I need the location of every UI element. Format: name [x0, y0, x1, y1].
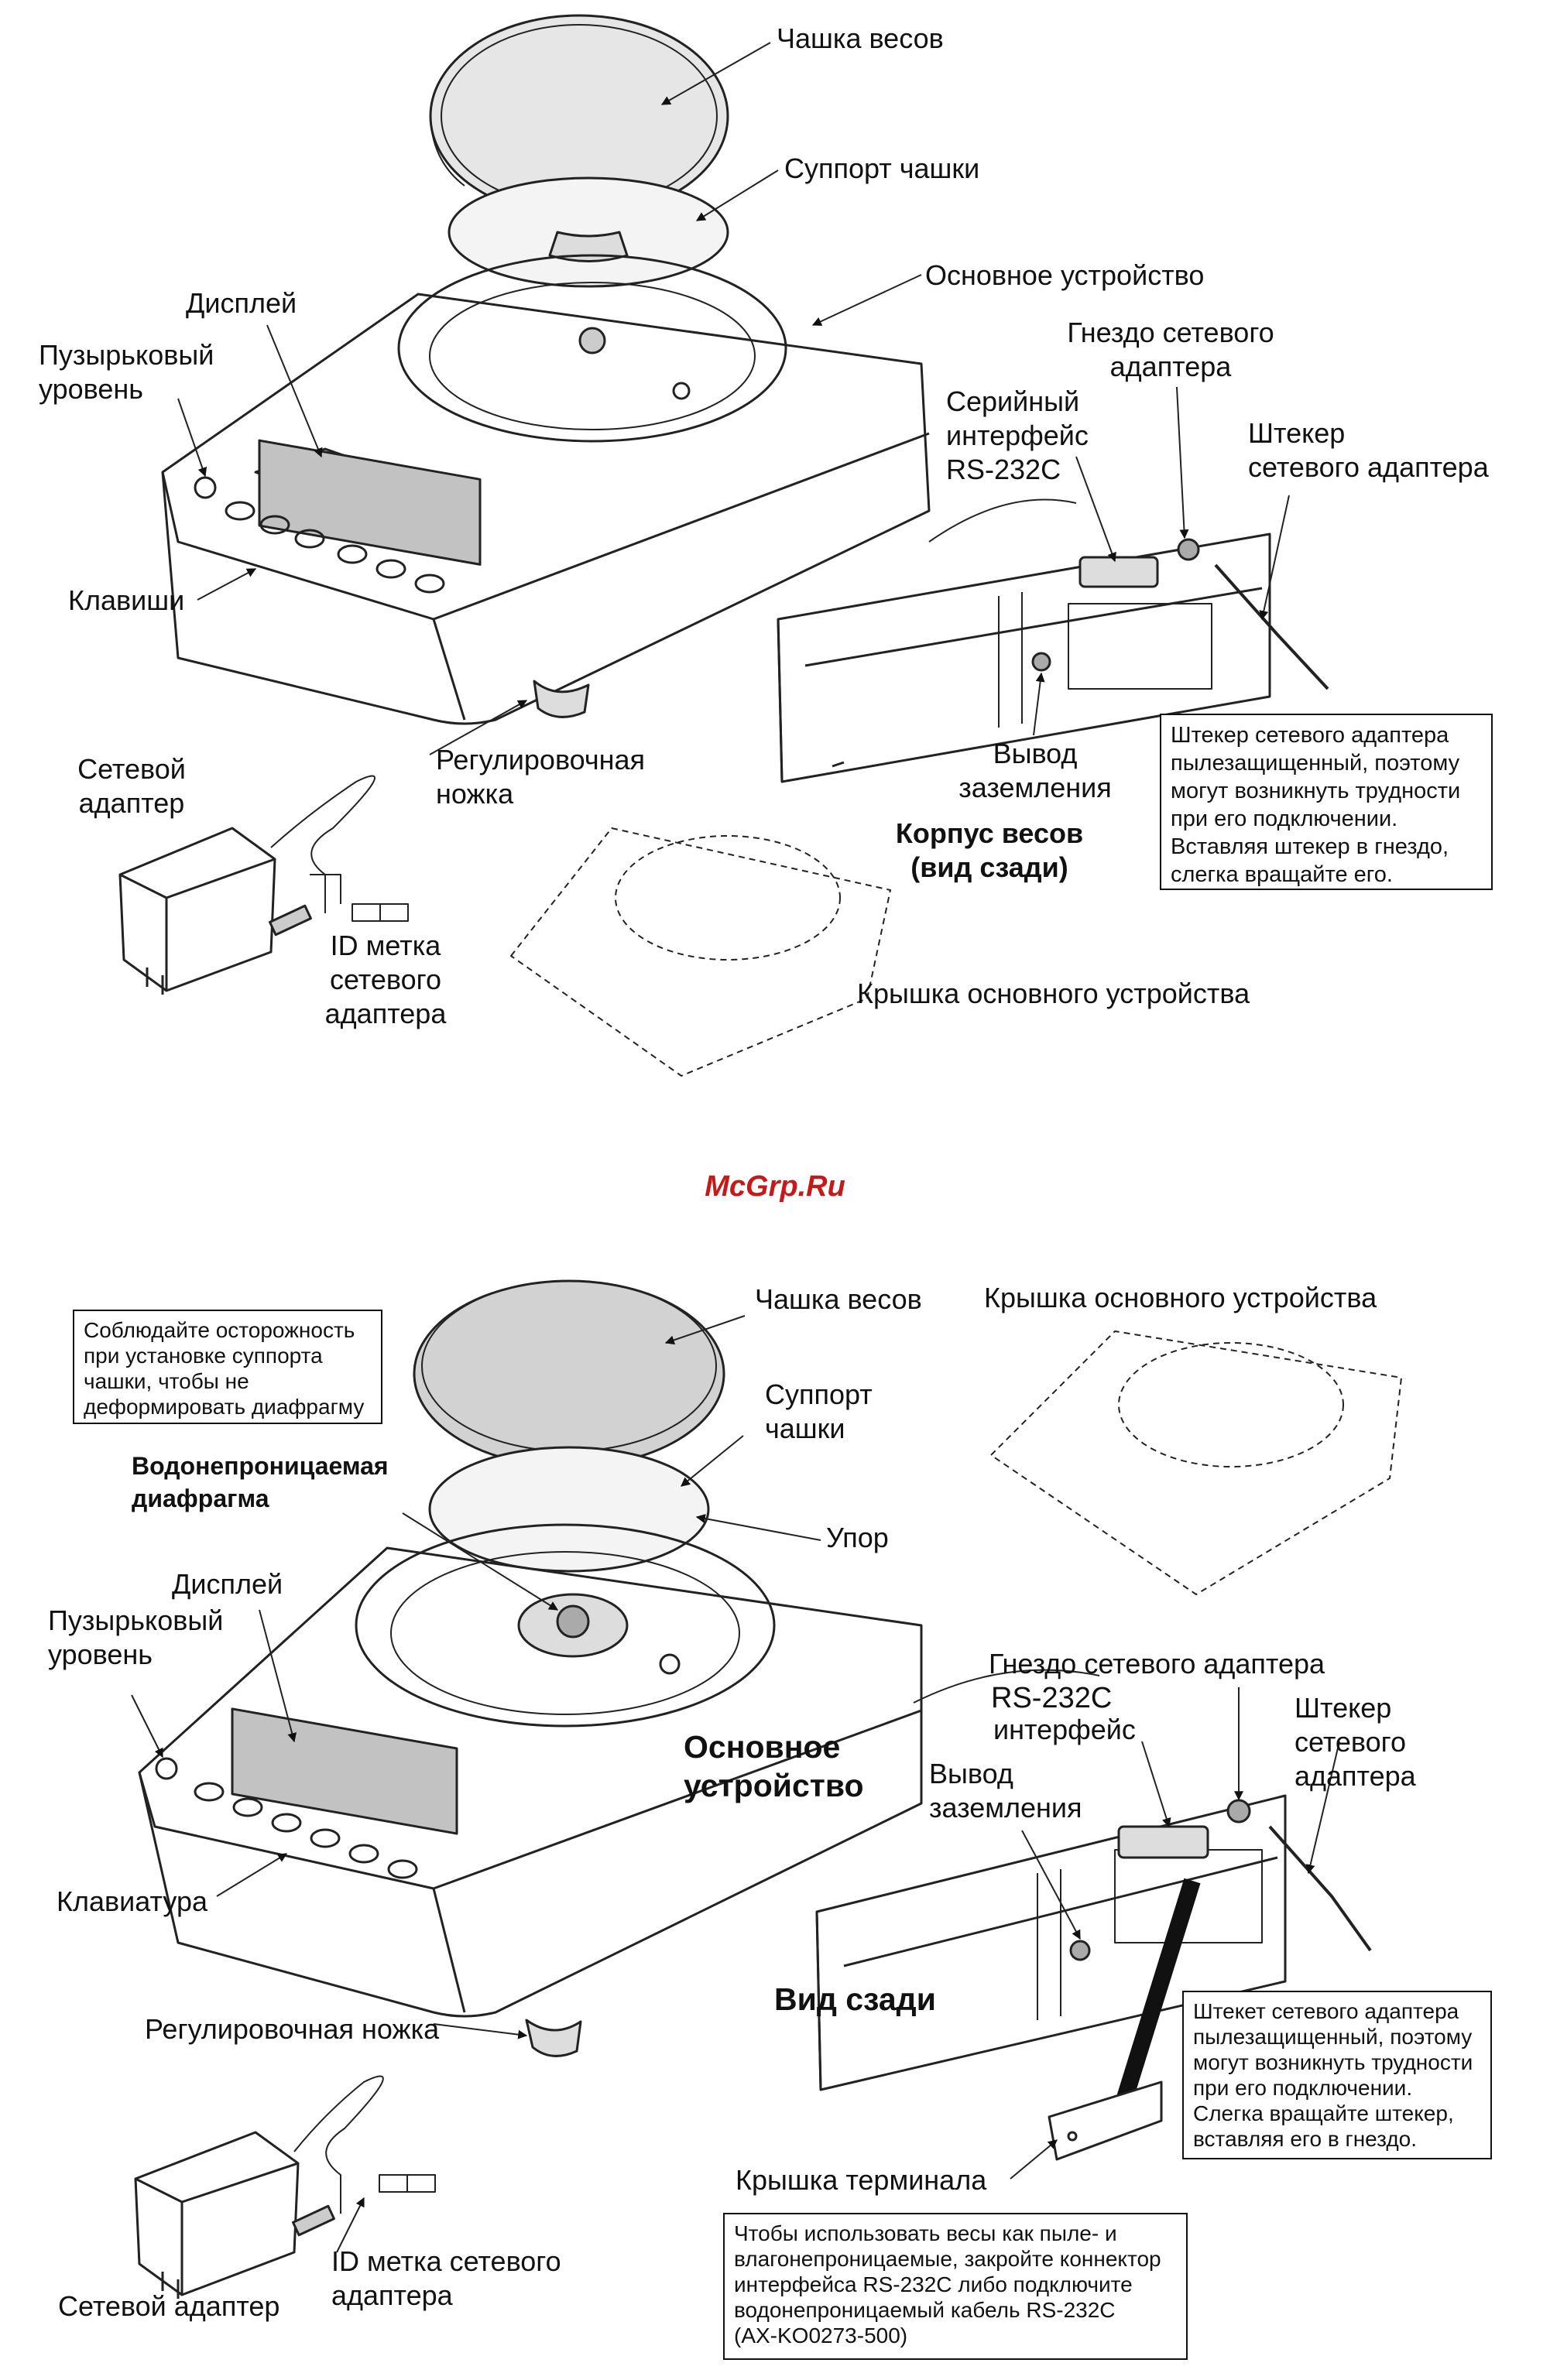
bottom-breeze-cover-label: Крышка основного устройства	[984, 1282, 1377, 1313]
top-ac-adapter-label: Сетевой адаптер	[77, 753, 186, 819]
top-pan-label: Чашка весов	[777, 22, 944, 54]
top-breeze-cover-label: Крышка основного устройства	[857, 978, 1250, 1009]
bottom-interface-label: интерфейс	[993, 1714, 1136, 1745]
top-rear-view-drawing	[777, 498, 1329, 783]
bottom-plug-note: Штекет сетевого адаптера пылезащищенный,…	[1182, 1991, 1492, 2159]
bottom-diaphragm-label: Водонепроницаемая диафрагма	[132, 1452, 389, 1512]
bottom-breeze-cover-drawing	[990, 1330, 1402, 1595]
bottom-waterproof-note: Чтобы использовать весы как пыле- и влаг…	[723, 2213, 1188, 2360]
bottom-main-unit-label: Основное устройство	[684, 1729, 864, 1803]
top-main-unit-label: Основное устройство	[925, 259, 1205, 291]
top-keys-label: Клавиши	[68, 584, 185, 616]
top-main-body-drawing	[161, 254, 931, 725]
top-id-label-label: ID метка сетевого адаптера	[324, 930, 447, 1029]
bottom-caution-note: Соблюдайте осторожность при установке су…	[73, 1310, 382, 1424]
top-breeze-cover-drawing	[510, 827, 891, 1077]
watermark: McGrp.Ru	[705, 1170, 845, 1203]
bottom-display-label: Дисплей	[172, 1568, 283, 1600]
bottom-stopper-label: Упор	[826, 1522, 889, 1553]
top-ac-plug-label: Штекер сетевого адаптера	[1248, 417, 1489, 483]
bottom-id-label-label: ID метка сетевого адаптера	[331, 2245, 561, 2311]
top-pan-support-drawing	[448, 176, 729, 288]
top-ac-jack-label: Гнездо сетевого адаптера	[1067, 317, 1274, 382]
bottom-ac-adapter-drawing	[134, 2075, 436, 2299]
top-pan-support-label: Суппорт чашки	[784, 152, 980, 184]
bottom-pan-support-label: Суппорт чашки	[765, 1378, 873, 1444]
bottom-terminal-cover-drawing	[1048, 2080, 1163, 2161]
bottom-rear-view-label: Вид сзади	[774, 1981, 936, 2017]
bottom-adjust-foot-label: Регулировочная ножка	[145, 2013, 440, 2045]
bottom-ground-terminal-label: Вывод заземления	[929, 1758, 1082, 1824]
bottom-ac-jack-label: Гнездо сетевого адаптера	[989, 1648, 1325, 1680]
bottom-pan-support-drawing	[428, 1446, 710, 1573]
bottom-ac-plug-label: Штекер сетевого адаптера	[1295, 1692, 1416, 1792]
top-rear-view-label: Корпус весов (вид сзади)	[895, 817, 1084, 883]
top-ac-adapter-drawing	[118, 775, 409, 995]
bottom-pan-label: Чашка весов	[755, 1283, 922, 1315]
top-pan-drawing	[429, 14, 729, 218]
top-display-label: Дисплей	[186, 287, 297, 319]
bottom-bubble-level-label: Пузырьковый уровень	[48, 1604, 224, 1670]
leader-lines	[131, 42, 1340, 2253]
bottom-terminal-cover-label: Крышка терминала	[736, 2164, 987, 2196]
bottom-ac-adapter-label: Сетевой адаптер	[58, 2290, 280, 2322]
top-adjust-foot-label: Регулировочная ножка	[436, 744, 646, 810]
top-bubble-level-label: Пузырьковый уровень	[39, 339, 214, 405]
top-plug-note: Штекер сетевого адаптера пылезащищенный,…	[1160, 714, 1493, 890]
bottom-keypad-label: Клавиатура	[57, 1885, 207, 1917]
top-serial-interface-label: Серийный интерфейс RS-232C	[946, 385, 1089, 485]
bottom-rear-view-drawing	[815, 1669, 1372, 2108]
bottom-rs232c-label: RS-232C	[991, 1682, 1113, 1714]
bottom-pan-drawing	[413, 1279, 725, 1468]
top-ground-terminal-label: Вывод заземления	[958, 738, 1112, 803]
